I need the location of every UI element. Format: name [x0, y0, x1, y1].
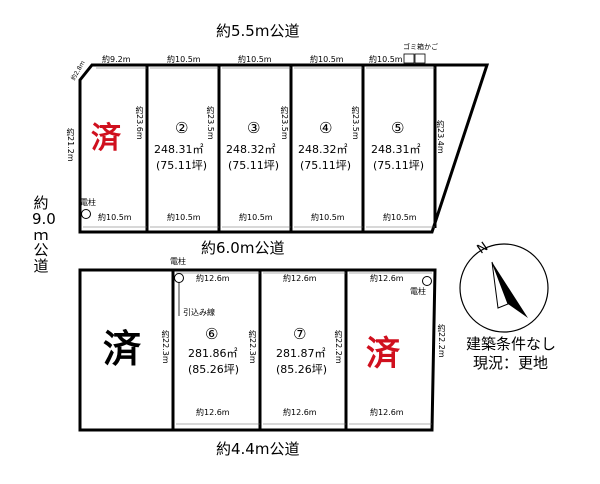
utility-pole-north — [81, 209, 91, 219]
top-dim: 約10.5m — [369, 55, 403, 64]
top-dim: 約10.5m — [167, 55, 201, 64]
garbage-cage-label: ゴミ箱かご — [403, 43, 438, 51]
lot-3-tsubo: (75.11坪) — [228, 159, 280, 172]
bottom-dim: 約10.5m — [98, 213, 132, 222]
side-dim: 約22.3m — [161, 330, 170, 364]
bottom-dim: 約10.5m — [311, 213, 345, 222]
south-road-label: 約4.4m公道 — [216, 440, 300, 458]
lot-4-number: ④ — [319, 119, 333, 137]
lot-3-number: ③ — [247, 119, 261, 137]
side-dim: 約21.2m — [66, 128, 75, 162]
north-block-outline — [78, 63, 490, 234]
garbage-cage-box — [403, 53, 415, 64]
lot-6-number: ⑥ — [205, 325, 219, 343]
lot-7-number: ⑦ — [293, 325, 307, 343]
top-dim: 約12.6m — [370, 274, 404, 283]
side-dim: 約23.4m — [436, 120, 445, 154]
top-dim: 約10.5m — [310, 55, 344, 64]
north-compass — [459, 243, 549, 333]
garbage-cage-box — [414, 53, 426, 64]
service-drop-label: 引込み線 — [183, 308, 215, 317]
note-building-condition: 建築条件なし — [466, 335, 557, 353]
top-dim: 約10.5m — [238, 55, 272, 64]
compass-needle-tail-icon — [491, 261, 509, 309]
side-dim: 約23.5m — [280, 106, 289, 140]
side-dim: 約23.5m — [206, 106, 215, 140]
utility-pole-label: 電柱 — [80, 198, 96, 207]
bottom-dim: 約12.6m — [283, 408, 317, 417]
bottom-dim: 約12.6m — [196, 408, 230, 417]
bottom-dim: 約10.5m — [383, 213, 417, 222]
lot-7-tsubo: (85.26坪) — [276, 363, 328, 376]
top-dim: 約12.6m — [283, 274, 317, 283]
note-current-status: 現況：更地 — [473, 354, 549, 372]
lot-2-number: ② — [175, 119, 189, 137]
lot-6-area: 281.86㎡ — [188, 347, 238, 360]
bottom-dim: 約12.6m — [370, 408, 404, 417]
lot-7-area: 281.87㎡ — [276, 347, 326, 360]
utility-pole-south-left — [174, 273, 184, 283]
middle-road-label: 約6.0m公道 — [201, 239, 285, 257]
lot-4-tsubo: (75.11坪) — [300, 159, 352, 172]
bottom-dim: 約10.5m — [239, 213, 273, 222]
top-dim: 約9.2m — [102, 55, 131, 64]
side-dim: 約23.5m — [351, 106, 360, 140]
lot-5-number: ⑤ — [391, 119, 405, 137]
west-road-label: 約 9.0 ｍ 公 道 — [32, 194, 56, 275]
lot-3-area: 248.32㎡ — [226, 143, 276, 156]
lot-5-tsubo: (75.11坪) — [373, 159, 425, 172]
north-road-label: 約5.5m公道 — [216, 22, 300, 40]
utility-pole-label: 電柱 — [170, 257, 186, 266]
side-dim: 約22.3m — [248, 330, 257, 364]
lot-1-sold-stamp: 済 — [91, 121, 121, 156]
lot-south-east-sold-stamp: 済 — [366, 334, 400, 374]
lot-south-west-sold-stamp: 済 — [103, 327, 142, 371]
south-block-outline — [78, 268, 437, 432]
utility-pole-south-right — [422, 276, 432, 286]
side-dim: 約23.6m — [135, 106, 144, 140]
compass-ring — [459, 243, 549, 333]
bottom-dim: 約10.5m — [167, 213, 201, 222]
lot-2-tsubo: (75.11坪) — [156, 159, 208, 172]
utility-pole-label: 電柱 — [410, 287, 426, 296]
lot-5-area: 248.31㎡ — [371, 143, 421, 156]
side-dim: 約22.2m — [334, 330, 343, 364]
compass-needle-icon — [492, 262, 528, 318]
lot-2-area: 248.31㎡ — [154, 143, 204, 156]
lot-4-area: 248.32㎡ — [298, 143, 348, 156]
top-dim: 約12.6m — [196, 274, 230, 283]
side-dim: 約22.2m — [437, 324, 446, 358]
lot-6-tsubo: (85.26坪) — [188, 363, 240, 376]
